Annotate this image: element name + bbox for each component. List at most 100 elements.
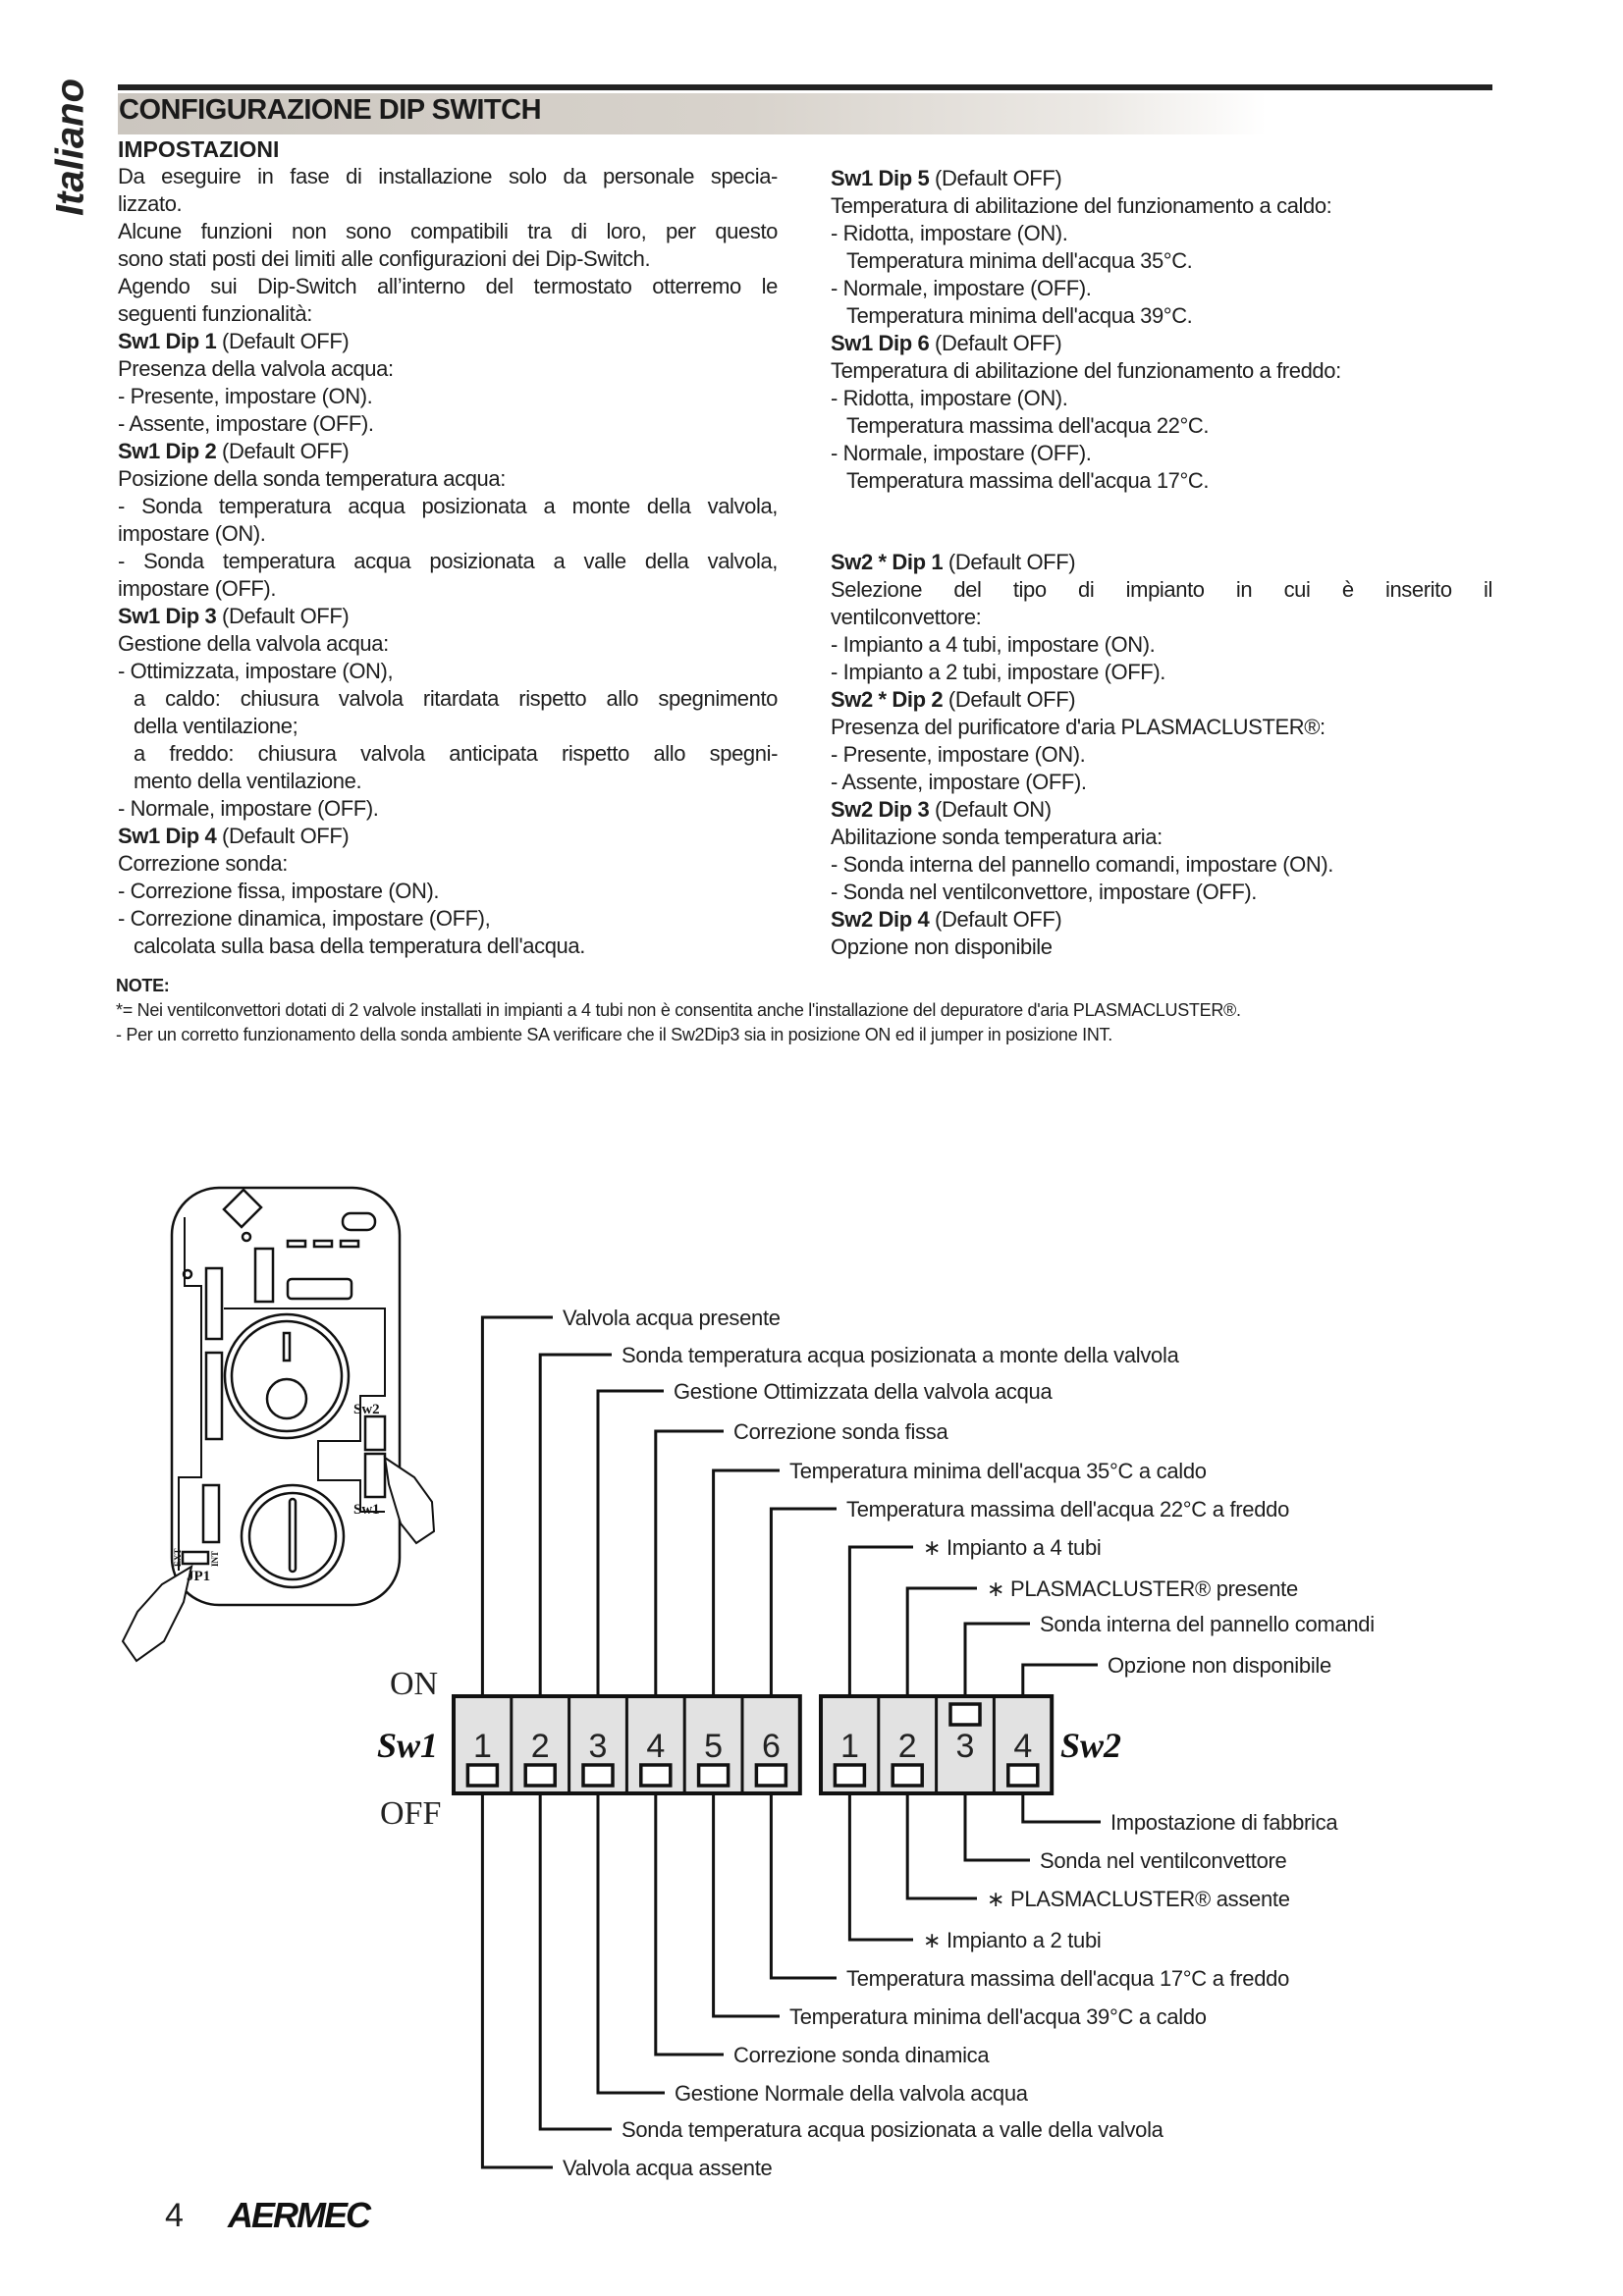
text: Temperatura minima dell'acqua 35°C. xyxy=(846,248,1193,273)
dial-marker xyxy=(282,1331,292,1362)
text: a caldo: chiusura valvola ritardata risp… xyxy=(134,686,778,711)
sw2-label: Sw2 xyxy=(1060,1726,1121,1765)
sw2-dip-number: 3 xyxy=(956,1728,975,1765)
callout-line-off xyxy=(654,1793,724,2056)
sw2-dip-toggle[interactable] xyxy=(891,1763,924,1788)
text: (Default OFF) xyxy=(943,550,1076,574)
callout-line-off xyxy=(480,1793,553,2169)
text: - Impianto a 4 tubi, impostare (ON). xyxy=(831,632,1156,657)
text-line: - Normale, impostare (OFF). xyxy=(831,275,1494,302)
text-line: - Assente, impostare (OFF). xyxy=(831,769,1492,796)
callout-line-off xyxy=(1021,1793,1101,1824)
text: Correzione sonda: xyxy=(118,851,288,876)
text: Da eseguire in fase di installazione sol… xyxy=(118,164,778,188)
sw1-dip-toggle[interactable] xyxy=(696,1763,730,1788)
setting-heading: Sw2 Dip 3 (Default ON) xyxy=(831,796,1492,824)
notes: NOTE: *= Nei ventilconvettori dotati di … xyxy=(116,974,1490,1047)
text: - Sonda nel ventilconvettore, impostare … xyxy=(831,880,1258,904)
text: - Sonda interna del pannello comandi, im… xyxy=(831,852,1333,877)
device-sw2-block xyxy=(363,1415,387,1452)
text-line: Posizione della sonda temperatura acqua: xyxy=(118,465,778,493)
text: della ventilazione; xyxy=(134,714,298,738)
sw1-dip-toggle[interactable] xyxy=(754,1763,788,1788)
left-column: Da eseguire in fase di installazione sol… xyxy=(118,163,778,960)
text-line: - Presente, impostare (ON). xyxy=(831,741,1492,769)
text: - Ottimizzata, impostare (ON), xyxy=(118,659,394,683)
setting-heading: Sw2 Dip 4 (Default OFF) xyxy=(831,906,1492,934)
on-label: ON xyxy=(390,1666,438,1702)
text: Temperatura di abilitazione del funziona… xyxy=(831,358,1341,383)
callout-line-off xyxy=(596,1793,665,2095)
on-function-label: Sonda temperatura acqua posizionata a mo… xyxy=(622,1343,1180,1367)
title-band xyxy=(118,93,1267,134)
text-line: ventilconvettore: xyxy=(831,604,1492,631)
setting-heading: Sw1 Dip 6 (Default OFF) xyxy=(831,330,1494,357)
callout-line-on xyxy=(654,1429,724,1696)
brand-logo: AERMEC xyxy=(228,2195,371,2235)
text-line: - Impianto a 4 tubi, impostare (ON). xyxy=(831,631,1492,659)
sw1-dip-number: 5 xyxy=(704,1728,723,1765)
text-line: seguenti funzionalità: xyxy=(118,300,778,328)
right-column-sw2: Sw2 * Dip 1 (Default OFF)Selezione del t… xyxy=(831,549,1492,961)
text: seguenti funzionalità: xyxy=(118,301,312,326)
lower-dial xyxy=(240,1483,346,1589)
off-function-label: Sonda temperatura acqua posizionata a va… xyxy=(622,2117,1164,2142)
text-line: Gestione della valvola acqua: xyxy=(118,630,778,658)
off-function-label: ∗ Impianto a 2 tubi xyxy=(923,1928,1102,1952)
text-line: Temperatura di abilitazione del funziona… xyxy=(831,357,1494,385)
sw2-dip-toggle[interactable] xyxy=(833,1763,867,1788)
board-hole xyxy=(182,1268,193,1280)
text: (Default OFF) xyxy=(929,166,1062,190)
setting-switch-name: Sw2 * Dip 2 xyxy=(831,687,944,712)
text-line: - Normale, impostare (OFF). xyxy=(118,795,778,823)
text: - Assente, impostare (OFF). xyxy=(118,411,374,436)
sw1-dip-toggle[interactable] xyxy=(639,1763,673,1788)
sw1-dip-toggle[interactable] xyxy=(581,1763,615,1788)
text: (Default OFF) xyxy=(943,687,1076,712)
setting-switch-name: Sw1 Dip 6 xyxy=(831,331,930,355)
text-line: Abilitazione sonda temperatura aria: xyxy=(831,824,1492,851)
sw2-dip-toggle[interactable] xyxy=(948,1702,982,1727)
terminal-strip xyxy=(204,1266,224,1341)
text-line: - Correzione fissa, impostare (ON). xyxy=(118,878,778,905)
text-line: - Presente, impostare (ON). xyxy=(118,383,778,410)
text-line: Temperatura massima dell'acqua 17°C. xyxy=(831,467,1494,495)
text: (Default OFF) xyxy=(216,604,350,628)
text-line: - Assente, impostare (OFF). xyxy=(118,410,778,438)
sw1-dip-toggle[interactable] xyxy=(523,1763,557,1788)
text: - Assente, impostare (OFF). xyxy=(831,770,1087,794)
text: calcolata sulla basa della temperatura d… xyxy=(134,934,585,958)
text-line: - Sonda temperatura acqua posizionata a … xyxy=(118,548,778,575)
text-line: Opzione non disponibile xyxy=(831,934,1492,961)
sw2-dip-toggle[interactable] xyxy=(1006,1763,1040,1788)
page-number: 4 xyxy=(165,2197,184,2234)
text-line: Alcune funzioni non sono compatibili tra… xyxy=(118,218,778,245)
callout-line-on xyxy=(538,1353,612,1696)
off-function-label: Gestione Normale della valvola acqua xyxy=(675,2081,1029,2106)
device-ext-label: EXT xyxy=(173,1548,183,1567)
setting-switch-name: Sw1 Dip 1 xyxy=(118,329,217,353)
off-function-label: ∗ PLASMACLUSTER® assente xyxy=(987,1887,1290,1911)
sw1-dip-toggle[interactable] xyxy=(465,1763,500,1788)
hand-pointer-icon xyxy=(383,1455,436,1545)
setting-switch-name: Sw1 Dip 5 xyxy=(831,166,930,190)
sw1-dip-number: 3 xyxy=(589,1728,608,1765)
jp1-jumper xyxy=(181,1550,210,1566)
dial-knob xyxy=(265,1377,308,1420)
setting-heading: Sw1 Dip 3 (Default OFF) xyxy=(118,603,778,630)
on-function-label: Temperatura minima dell'acqua 35°C a cal… xyxy=(789,1459,1207,1483)
setting-heading: Sw1 Dip 2 (Default OFF) xyxy=(118,438,778,465)
section-title: CONFIGURAZIONE DIP SWITCH xyxy=(119,94,542,126)
thermostat-board-drawing xyxy=(121,1186,436,1663)
text: (Default OFF) xyxy=(216,439,350,463)
device-jp1-label: JP1 xyxy=(187,1569,210,1584)
board-outline xyxy=(170,1186,402,1607)
callout-line-on xyxy=(963,1622,1030,1696)
on-function-label: Sonda interna del pannello comandi xyxy=(1040,1612,1375,1636)
text: impostare (ON). xyxy=(118,521,266,546)
callout-line-on xyxy=(712,1468,780,1696)
callout-line-on xyxy=(596,1389,664,1696)
